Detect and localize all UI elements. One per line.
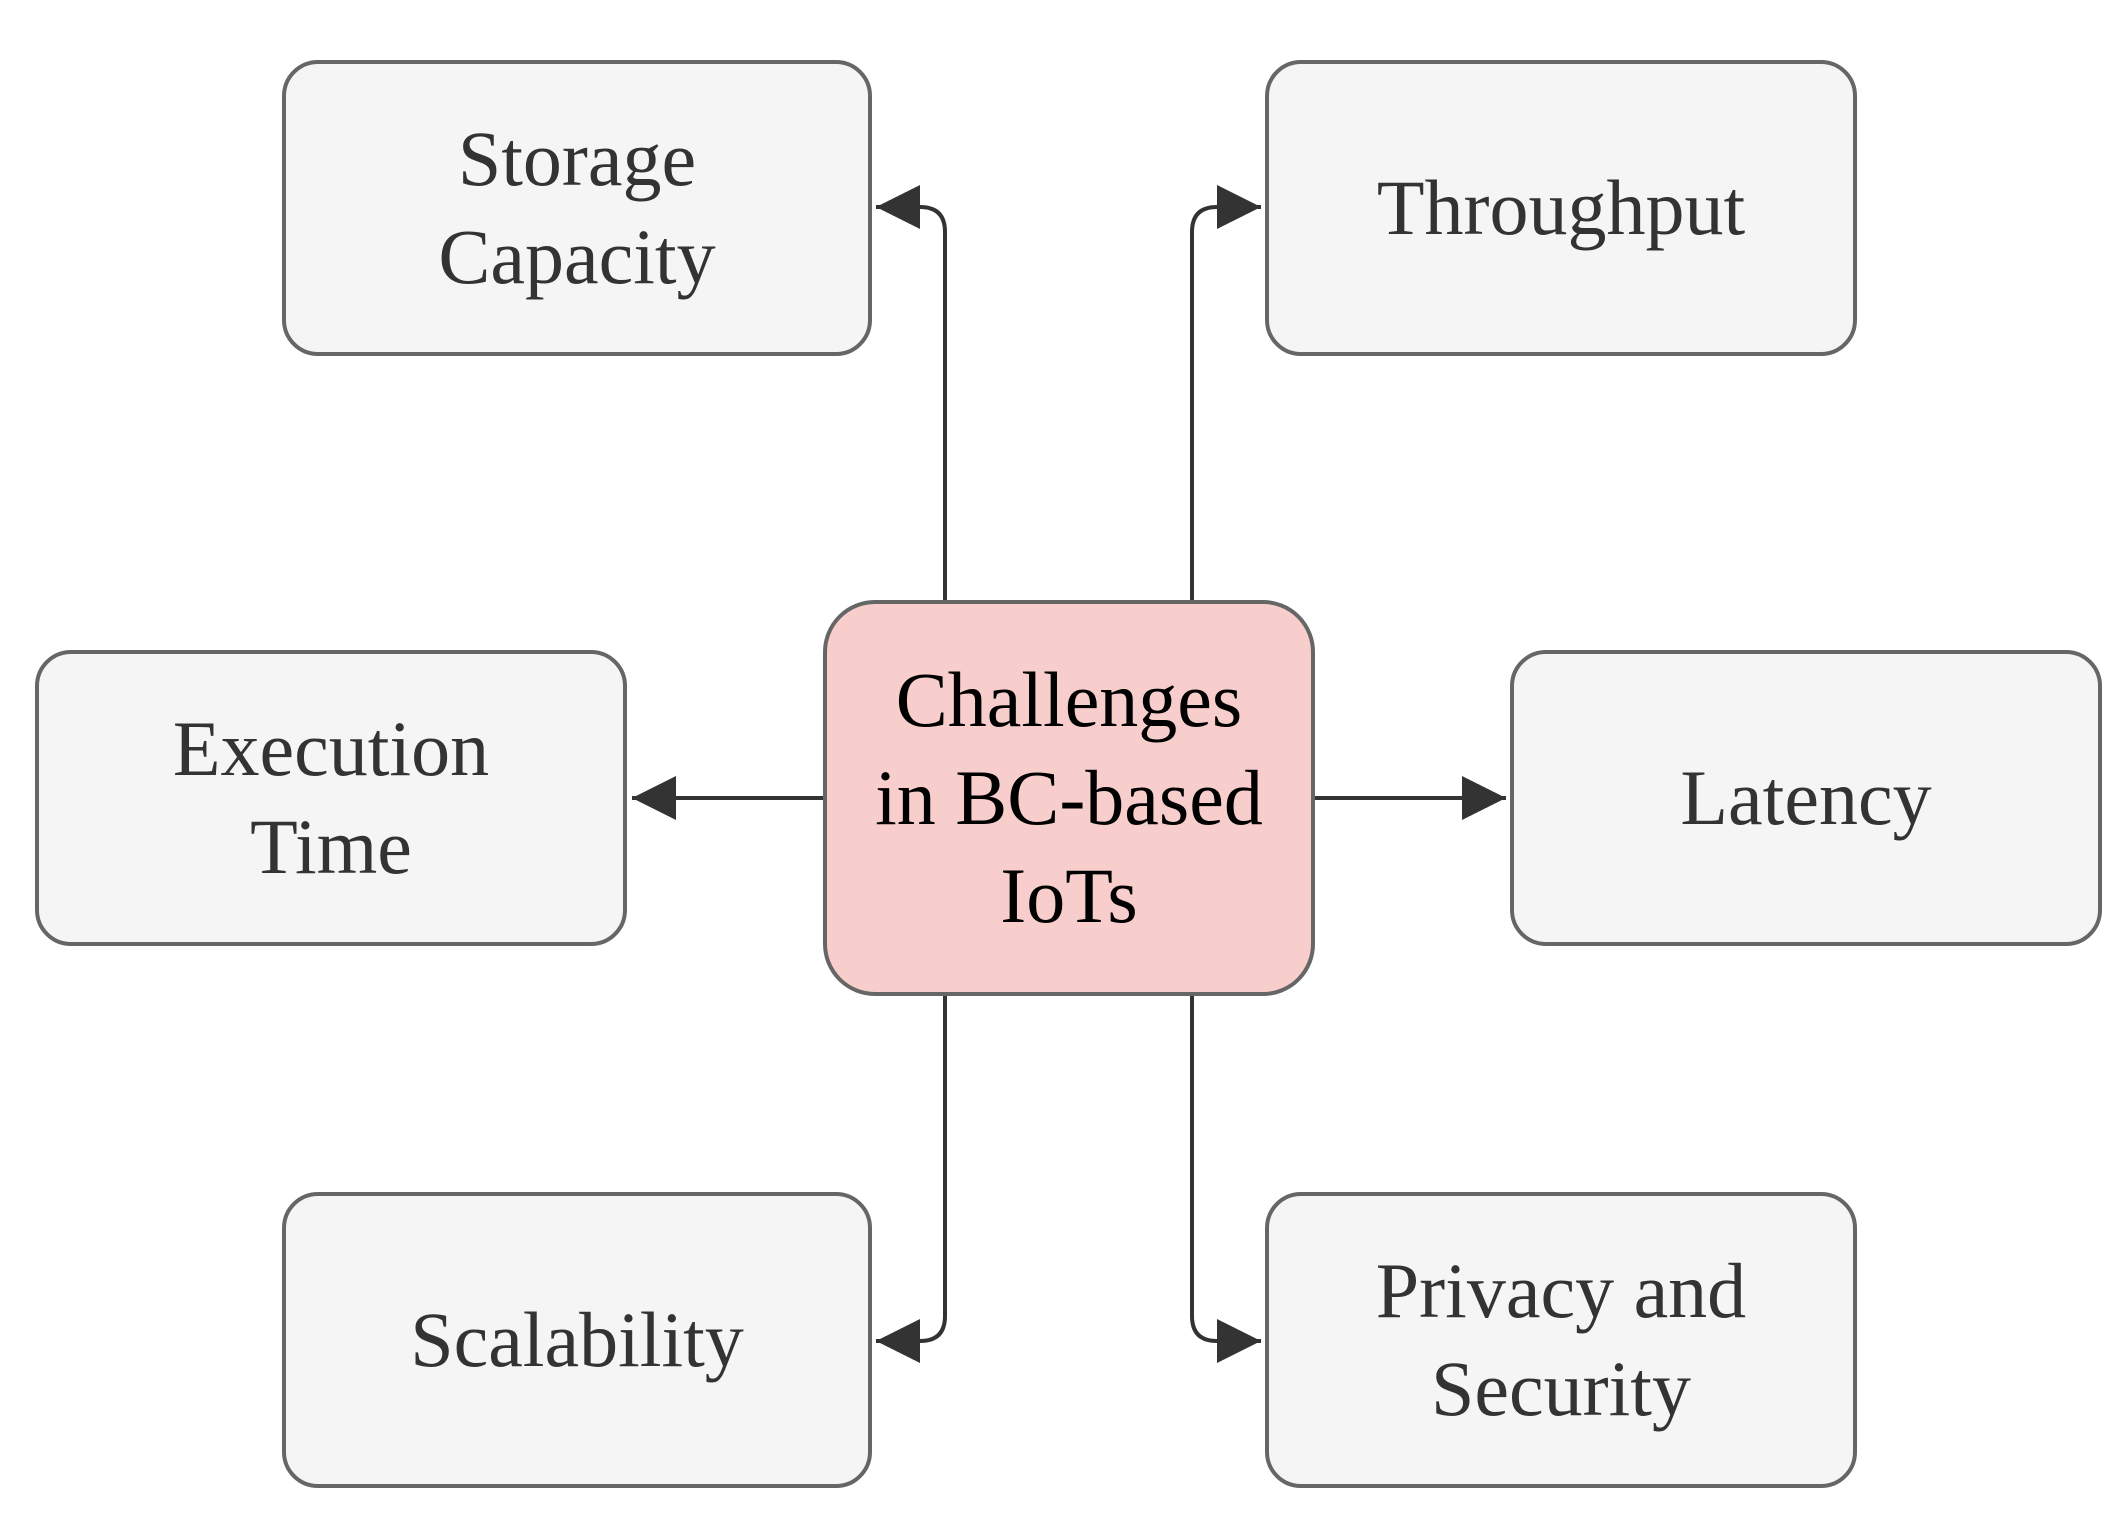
throughput-label: Throughput — [1376, 164, 1746, 251]
challenge-storage-capacity: Storage Capacity — [282, 60, 872, 356]
privacy-security-line-1: Privacy and — [1375, 1247, 1747, 1334]
center-node: Challenges in BC-based IoTs — [823, 600, 1315, 996]
latency-label: Latency — [1680, 754, 1932, 841]
edges — [632, 185, 1506, 1363]
edge-to-scalability — [876, 996, 947, 1363]
center-line-1: Challenges — [895, 656, 1243, 743]
center-line-3: IoTs — [1000, 852, 1138, 939]
privacy-security-line-2: Security — [1431, 1345, 1691, 1432]
edge-to-throughput — [1190, 185, 1261, 600]
execution-time-line-2: Time — [250, 803, 412, 890]
challenge-latency: Latency — [1510, 650, 2102, 946]
scalability-label: Scalability — [410, 1296, 744, 1383]
storage-capacity-line-2: Capacity — [438, 213, 716, 300]
storage-capacity-line-1: Storage — [457, 115, 697, 202]
execution-time-line-1: Execution — [172, 705, 490, 792]
challenge-throughput: Throughput — [1265, 60, 1857, 356]
center-line-2: in BC-based — [875, 754, 1263, 841]
challenge-privacy-security: Privacy and Security — [1265, 1192, 1857, 1488]
edge-to-privacy-security — [1190, 996, 1261, 1363]
challenge-scalability: Scalability — [282, 1192, 872, 1488]
challenge-execution-time: Execution Time — [35, 650, 627, 946]
edge-to-storage-capacity — [876, 185, 947, 600]
